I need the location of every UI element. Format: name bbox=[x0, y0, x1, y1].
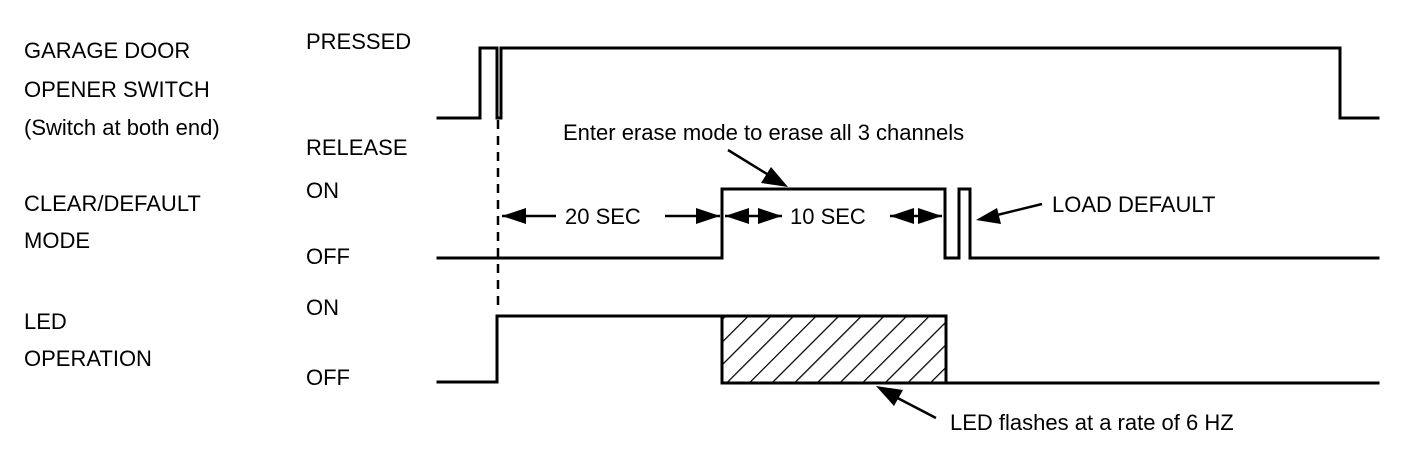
erase-mode-annotation: Enter erase mode to erase all 3 channels bbox=[563, 120, 964, 145]
led-flash-annotation: LED flashes at a rate of 6 HZ bbox=[950, 410, 1234, 435]
load-default-arrowhead bbox=[976, 208, 1001, 224]
erase-mode-arrowhead bbox=[761, 167, 788, 187]
interval-10-sec: 10 SEC bbox=[725, 204, 942, 229]
clear-default-high-label: ON bbox=[306, 178, 339, 203]
switch-high-label: PRESSED bbox=[306, 29, 411, 54]
interval-10-right-arrowhead bbox=[918, 208, 942, 224]
clear-default-signal-name: CLEAR/DEFAULT MODE bbox=[24, 191, 201, 253]
clear-default-low-label: OFF bbox=[306, 244, 350, 269]
interval-20-sec: 20 SEC bbox=[502, 204, 720, 229]
interval-20-left-arrowhead bbox=[502, 208, 526, 224]
switch-waveform bbox=[436, 46, 1380, 120]
interval-20-right-arrowhead bbox=[696, 208, 720, 224]
interval-10-left-arrowhead bbox=[725, 208, 749, 224]
interval-20-label: 20 SEC bbox=[565, 204, 641, 229]
led-name-line-1: LED bbox=[24, 309, 67, 334]
led-high-label: ON bbox=[306, 295, 339, 320]
interval-10-right-arrowhead-2 bbox=[890, 208, 914, 224]
switch-signal-name: GARAGE DOOR OPENER SWITCH (Switch at bot… bbox=[24, 38, 220, 140]
switch-low-label: RELEASE bbox=[306, 135, 408, 160]
led-flash-arrowhead bbox=[876, 386, 903, 406]
led-low-label: OFF bbox=[306, 365, 350, 390]
led-flash-region bbox=[720, 314, 948, 385]
interval-10-left-arrowhead-2 bbox=[758, 208, 782, 224]
interval-10-label: 10 SEC bbox=[790, 204, 866, 229]
clear-default-waveform bbox=[436, 187, 1380, 260]
switch-name-line-2: OPENER SWITCH bbox=[24, 77, 210, 102]
switch-name-line-3: (Switch at both end) bbox=[24, 115, 220, 140]
clear-default-name-line-2: MODE bbox=[24, 228, 90, 253]
clear-default-name-line-1: CLEAR/DEFAULT bbox=[24, 191, 201, 216]
load-default-annotation: LOAD DEFAULT bbox=[1052, 192, 1215, 217]
switch-name-line-1: GARAGE DOOR bbox=[24, 38, 190, 63]
led-signal-name: LED OPERATION bbox=[24, 309, 152, 371]
led-name-line-2: OPERATION bbox=[24, 346, 152, 371]
